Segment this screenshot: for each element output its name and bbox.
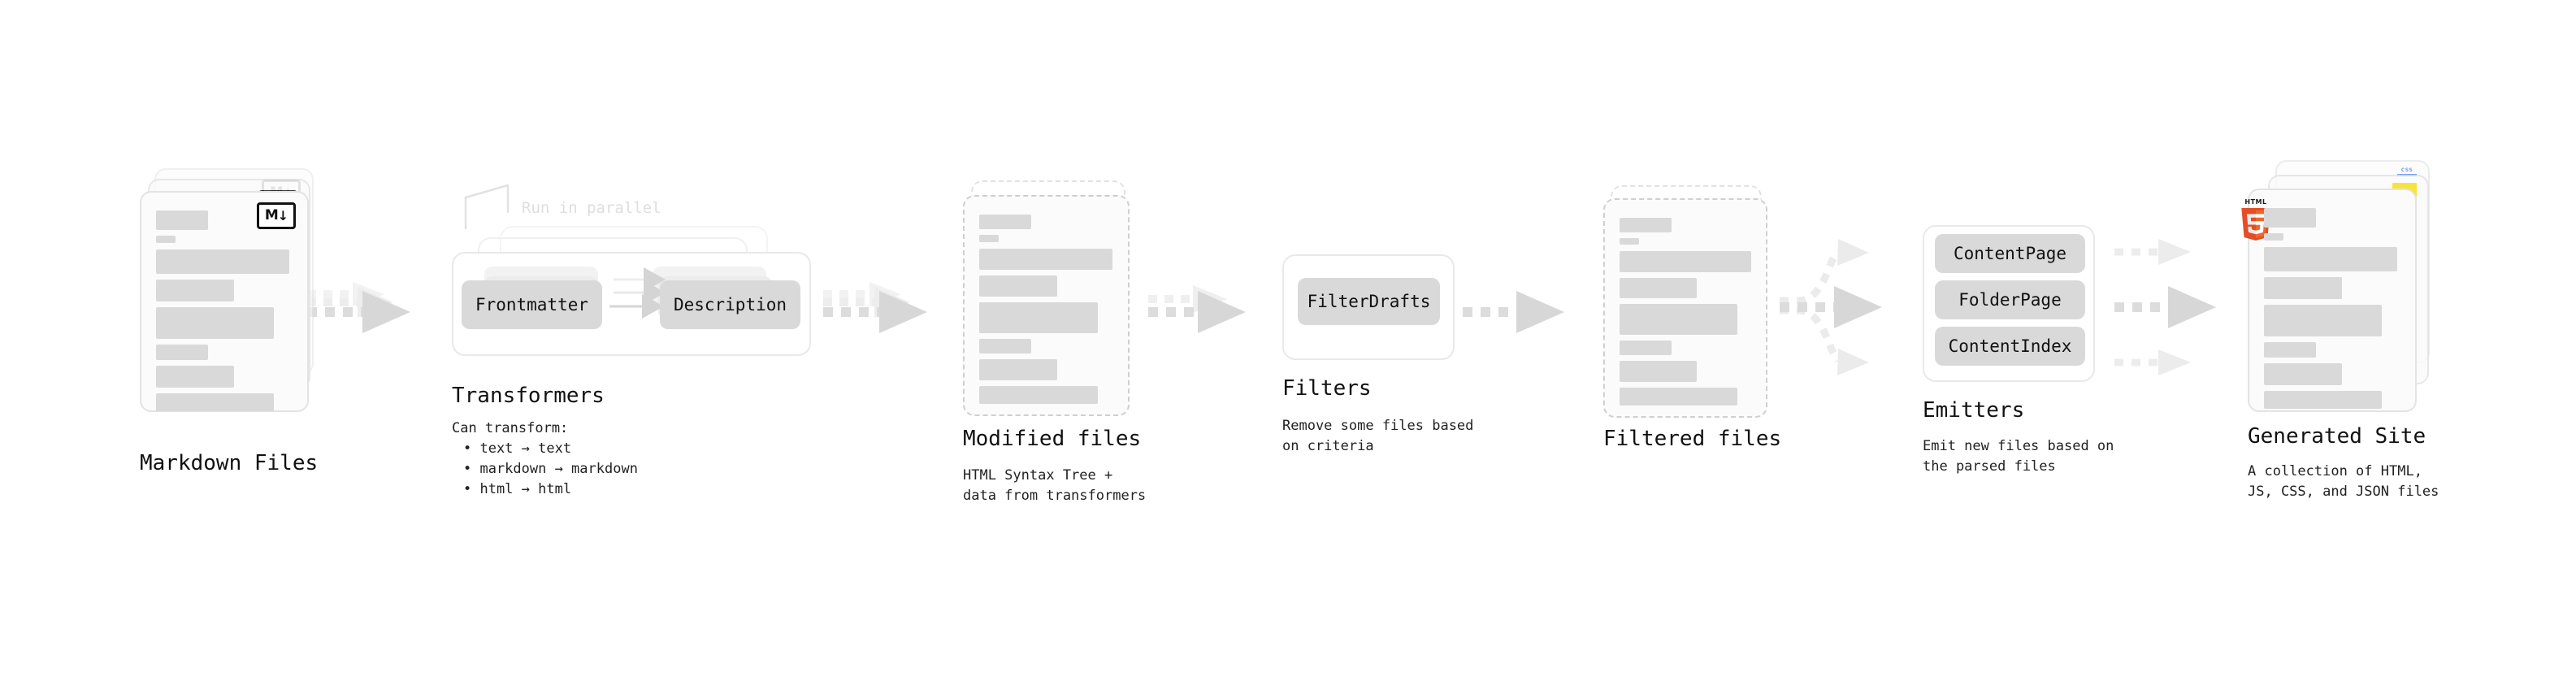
modified-files-label: Modified files — [963, 427, 1142, 451]
connector-modified-to-filters — [1148, 285, 1246, 333]
filter-chip-filterdrafts[interactable]: FilterDrafts — [1298, 278, 1440, 325]
generated-site-label: Generated Site — [2248, 424, 2426, 449]
generated-site-desc-1: JS, CSS, and JSON files — [2248, 484, 2439, 500]
modified-files-desc-1: data from transformers — [963, 488, 1147, 504]
filters-desc-1: on criteria — [1282, 438, 1374, 454]
transformers-desc-heading: Can transform: — [452, 420, 569, 436]
run-in-parallel-bracket — [464, 184, 510, 229]
modified-card-front[interactable] — [963, 195, 1130, 416]
transformers-desc-item-0: • text → text — [463, 440, 572, 457]
run-in-parallel-label: Run in parallel — [522, 199, 661, 217]
markdown-card-front[interactable]: M↓ — [140, 191, 309, 412]
filters-desc-0: Remove some files based — [1282, 418, 1474, 434]
markdown-badge: M↓ — [257, 202, 296, 229]
transformers-desc-item-1: • markdown → markdown — [463, 461, 638, 477]
connector-markdown-to-transformers — [307, 282, 410, 333]
transformer-chip-description[interactable]: Description — [660, 280, 800, 329]
transformers-desc-item-2: • html → html — [463, 481, 572, 497]
connector-filtered-to-emitters — [1780, 239, 1882, 375]
card-skeleton-lines — [979, 215, 1113, 410]
card-skeleton-lines — [1620, 218, 1751, 411]
connector-transformers-to-modified — [823, 282, 927, 333]
md-letter: M — [264, 207, 279, 223]
markdown-files-label: Markdown Files — [140, 451, 319, 475]
card-skeleton-lines — [2264, 208, 2400, 414]
emitters-label: Emitters — [1923, 398, 2025, 423]
emitter-chip-contentpage[interactable]: ContentPage — [1935, 234, 2085, 273]
filtered-files-label: Filtered files — [1603, 427, 1782, 451]
emitters-desc-0: Emit new files based on — [1923, 438, 2114, 454]
filtered-card-front[interactable] — [1603, 198, 1767, 418]
card-skeleton-lines — [156, 210, 293, 417]
emitter-chip-folderpage[interactable]: FolderPage — [1935, 280, 2085, 319]
connector-emitters-to-site — [2114, 239, 2216, 375]
transformers-label: Transformers — [452, 384, 605, 408]
connector-filters-to-filtered — [1463, 291, 1564, 333]
transformer-chip-frontmatter[interactable]: Frontmatter — [462, 280, 602, 329]
css-badge-text: CSS — [2400, 167, 2413, 173]
md-arrow: ↓ — [277, 207, 288, 223]
generated-site-desc-0: A collection of HTML, — [2248, 463, 2422, 479]
emitters-desc-1: the parsed files — [1923, 458, 2056, 475]
site-card-front[interactable]: HTML — [2241, 189, 2417, 414]
modified-files-desc-0: HTML Syntax Tree + — [963, 467, 1113, 484]
emitter-chip-contentindex[interactable]: ContentIndex — [1935, 327, 2085, 366]
filters-label: Filters — [1282, 376, 1372, 401]
html5-word: HTML — [2244, 198, 2267, 206]
